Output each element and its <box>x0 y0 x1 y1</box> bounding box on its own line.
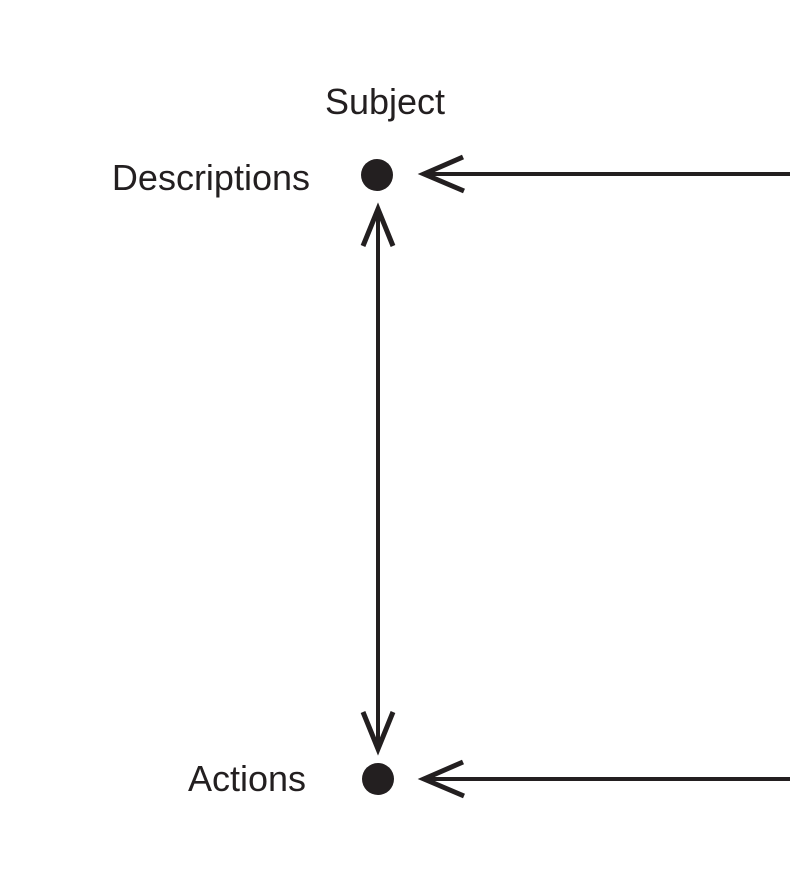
double-arrow-down-arrowhead-icon <box>360 711 396 756</box>
descriptions-label: Descriptions <box>112 157 310 198</box>
descriptions-node-dot <box>361 159 393 191</box>
double-arrow-up-arrowhead-icon <box>360 202 396 247</box>
arrow-to-descriptions <box>417 154 790 194</box>
double-arrow-descriptions-actions <box>360 202 396 756</box>
actions-label: Actions <box>188 758 306 799</box>
subject-label: Subject <box>325 81 445 122</box>
arrow-to-actions-arrowhead-icon <box>417 759 465 799</box>
actions-node-dot <box>362 763 394 795</box>
arrow-to-actions <box>417 759 790 799</box>
arrow-to-descriptions-arrowhead-icon <box>417 154 465 194</box>
